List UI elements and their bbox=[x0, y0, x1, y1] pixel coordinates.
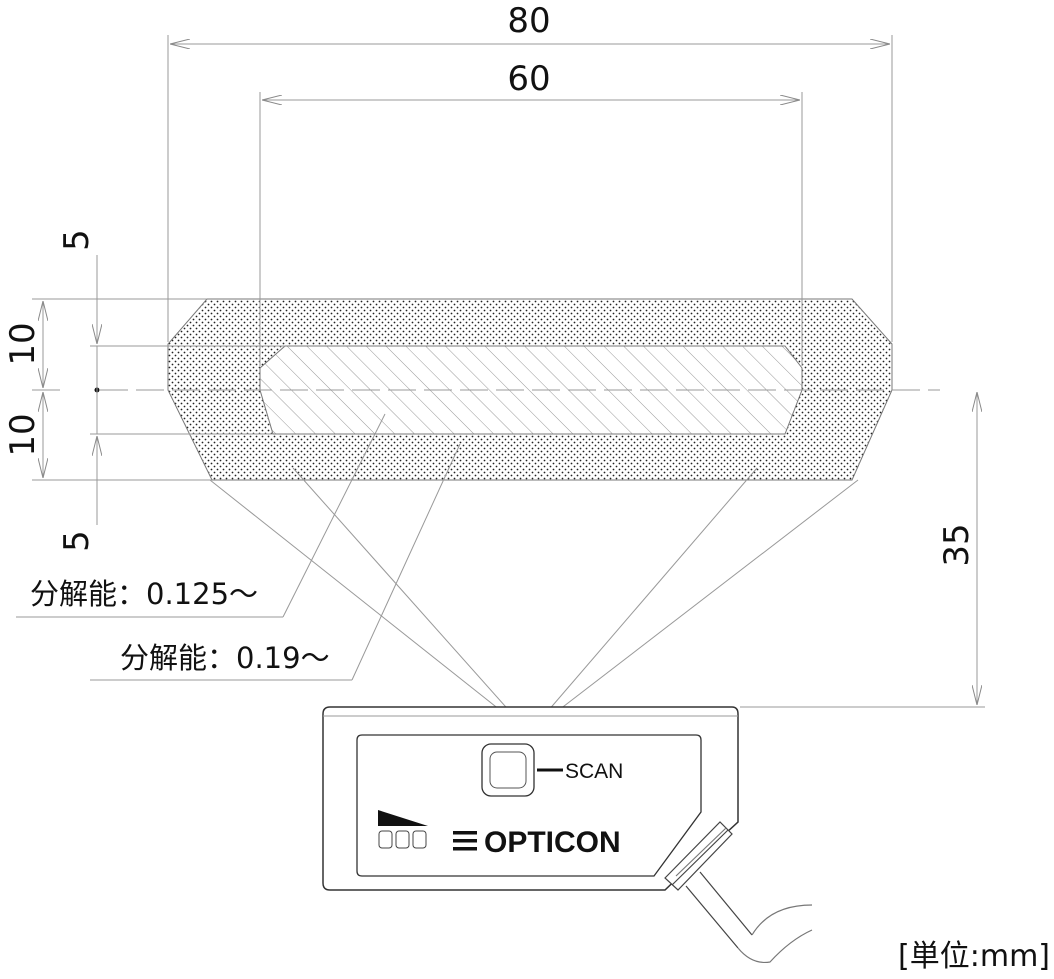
inner-scan-area bbox=[259, 345, 803, 435]
dimension-width-60 bbox=[259, 92, 803, 366]
dimension-label-35: 35 bbox=[937, 523, 977, 566]
dimension-label-top-5: 5 bbox=[57, 229, 97, 251]
dimension-label-60: 60 bbox=[507, 59, 550, 99]
dimension-distance-35 bbox=[740, 392, 985, 708]
dimension-width-80 bbox=[167, 35, 893, 342]
resolution-label-outer: 分解能：0.125～ bbox=[30, 577, 258, 611]
scanner-body bbox=[322, 706, 739, 891]
resolution-label-inner: 分解能：0.19～ bbox=[120, 641, 330, 675]
status-led-icon bbox=[378, 830, 427, 849]
signal-strength-icon bbox=[378, 810, 428, 826]
scan-label: SCAN bbox=[565, 760, 623, 783]
scanner-front-panel bbox=[356, 734, 702, 877]
scanner-device: SCAN OPTICON bbox=[322, 706, 813, 964]
scan-button-icon[interactable] bbox=[481, 743, 535, 797]
unit-label: [単位:mm] bbox=[898, 939, 1050, 974]
dimension-left-vertical bbox=[32, 255, 285, 525]
dimension-label-lower-10: 10 bbox=[3, 413, 43, 456]
dimension-label-upper-10: 10 bbox=[3, 322, 43, 365]
field-of-view-lines bbox=[209, 467, 859, 734]
scanner-cable bbox=[664, 821, 813, 964]
brand-name: OPTICON bbox=[484, 826, 621, 859]
resolution-leader-lines bbox=[16, 413, 461, 681]
dimension-label-bottom-5: 5 bbox=[57, 530, 97, 552]
dimension-label-80: 80 bbox=[507, 1, 550, 41]
opticon-logo-icon bbox=[453, 831, 477, 851]
